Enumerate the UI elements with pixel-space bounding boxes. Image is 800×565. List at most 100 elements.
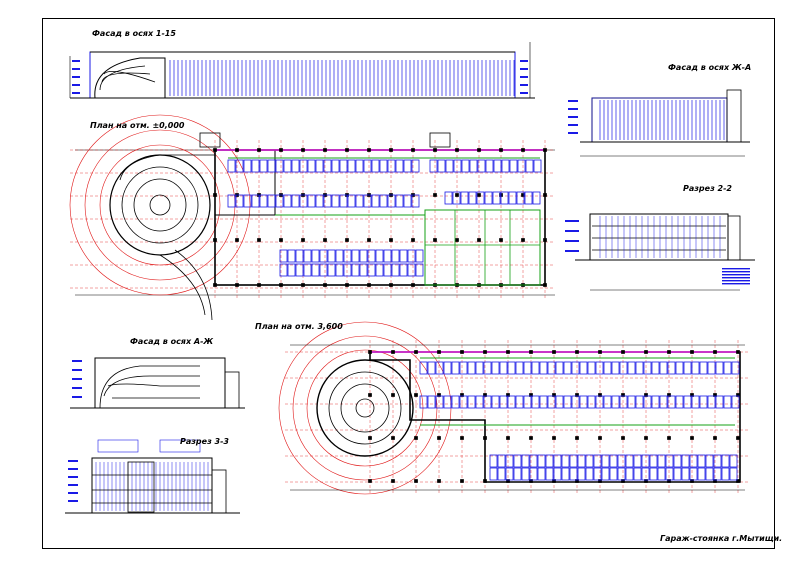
drawing-stroke xyxy=(283,194,292,208)
drawing-stroke xyxy=(673,467,682,481)
drawing-stroke xyxy=(665,454,674,468)
drawing-stroke xyxy=(683,361,692,375)
drawing-stroke xyxy=(521,467,530,481)
drawing-stroke xyxy=(445,159,454,173)
facade-1-15-title: Фасад в осях 1-15 xyxy=(92,29,176,38)
drawing-stroke xyxy=(585,454,594,468)
drawing-stroke xyxy=(520,76,528,78)
drawing-stroke xyxy=(722,274,750,276)
drawing-stroke xyxy=(565,240,579,242)
drawing-stroke xyxy=(319,263,328,277)
drawing-stroke xyxy=(689,467,698,481)
drawing-stroke xyxy=(609,454,618,468)
drawing-stroke xyxy=(403,159,412,173)
drawing-stroke xyxy=(283,159,292,173)
drawing-stroke xyxy=(72,76,80,78)
drawing-stroke xyxy=(649,467,658,481)
drawing-stroke xyxy=(587,361,596,375)
section-2-2 xyxy=(565,213,755,291)
drawing-stroke xyxy=(537,467,546,481)
drawing-stroke xyxy=(529,350,533,354)
drawing-stroke xyxy=(667,393,671,397)
drawing-stroke xyxy=(72,84,80,86)
drawing-stroke xyxy=(467,395,476,409)
drawing-stroke xyxy=(722,280,750,282)
drawing-stroke xyxy=(593,454,602,468)
drawing-stroke xyxy=(476,191,485,205)
drawing-stroke xyxy=(543,193,547,197)
drawing-stroke xyxy=(469,159,478,173)
drawing-stroke xyxy=(319,249,328,263)
drawing-stroke xyxy=(251,159,260,173)
drawing-stroke xyxy=(327,263,336,277)
drawing-stroke xyxy=(433,238,437,242)
drawing-stroke xyxy=(691,395,700,409)
drawing-stroke xyxy=(299,159,308,173)
drawing-stroke xyxy=(72,378,82,380)
drawing-stroke xyxy=(391,263,400,277)
drawing-stroke xyxy=(625,454,634,468)
drawing-stroke xyxy=(407,249,416,263)
drawing-stroke xyxy=(529,479,533,483)
drawing-stroke xyxy=(523,395,532,409)
drawing-stroke xyxy=(379,194,388,208)
drawing-stroke xyxy=(433,148,437,152)
drawing-stroke xyxy=(359,249,368,263)
drawing-stroke xyxy=(435,361,444,375)
drawing-stroke xyxy=(315,159,324,173)
drawing-stroke xyxy=(633,454,642,468)
drawing-stroke xyxy=(323,283,327,287)
drawing-stroke xyxy=(461,159,470,173)
drawing-stroke xyxy=(235,194,244,208)
drawing-stroke xyxy=(625,467,634,481)
drawing-stroke xyxy=(571,395,580,409)
drawing-stroke xyxy=(213,283,217,287)
drawing-stroke xyxy=(477,148,481,152)
drawing-stroke xyxy=(644,436,648,440)
drawing-stroke xyxy=(568,132,578,134)
drawing-stroke xyxy=(213,193,217,197)
drawing-stroke xyxy=(513,454,522,468)
drawing-stroke xyxy=(72,92,80,94)
drawing-stroke xyxy=(508,191,517,205)
drawing-stroke xyxy=(257,238,261,242)
drawing-stroke xyxy=(520,60,528,62)
drawing-stroke xyxy=(389,148,393,152)
drawing-stroke xyxy=(555,361,564,375)
drawing-stroke xyxy=(555,395,564,409)
drawing-stroke xyxy=(315,194,324,208)
drawing-stroke xyxy=(575,393,579,397)
drawing-stroke xyxy=(643,395,652,409)
drawing-stroke xyxy=(391,249,400,263)
drawing-stroke xyxy=(68,468,78,470)
drawing-stroke xyxy=(437,393,441,397)
drawing-stroke xyxy=(477,193,481,197)
drawing-stroke xyxy=(568,116,578,118)
drawing-stroke xyxy=(414,436,418,440)
drawing-stroke xyxy=(585,467,594,481)
drawing-stroke xyxy=(673,454,682,468)
drawing-stroke xyxy=(521,238,525,242)
drawing-stroke xyxy=(483,350,487,354)
drawing-stroke xyxy=(437,350,441,354)
drawing-stroke xyxy=(657,454,666,468)
drawing-stroke xyxy=(697,454,706,468)
drawing-stroke xyxy=(351,263,360,277)
drawing-stroke xyxy=(675,361,684,375)
drawing-stroke xyxy=(595,361,604,375)
drawing-stroke xyxy=(609,467,618,481)
drawing-stroke xyxy=(460,350,464,354)
drawing-stroke xyxy=(460,436,464,440)
drawing-stroke xyxy=(521,148,525,152)
drawing-stroke xyxy=(468,191,477,205)
drawing-stroke xyxy=(323,148,327,152)
drawing-stroke xyxy=(419,361,428,375)
drawing-stroke xyxy=(235,283,239,287)
drawing-stroke xyxy=(279,283,283,287)
drawing-stroke xyxy=(543,283,547,287)
drawing-stroke xyxy=(291,159,300,173)
drawing-stroke xyxy=(499,238,503,242)
drawing-stroke xyxy=(667,350,671,354)
drawing-stroke xyxy=(659,395,668,409)
drawing-stroke xyxy=(307,159,316,173)
